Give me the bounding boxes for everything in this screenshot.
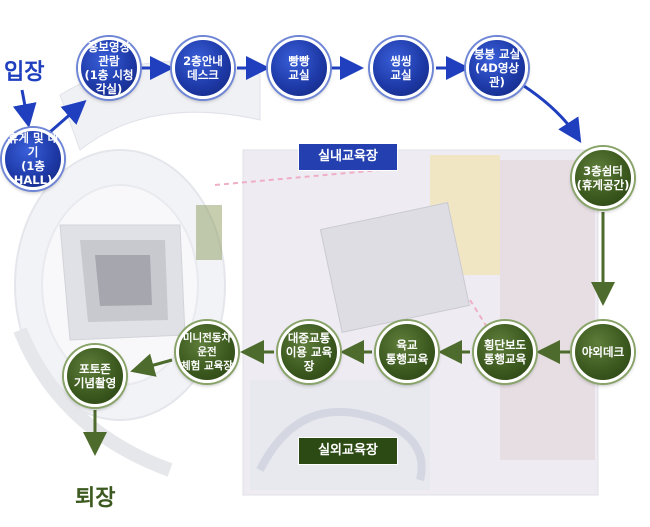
arrow-rest-to-promo (49, 100, 87, 134)
node-shelter: 3층쉼터 (휴게공간) (572, 147, 634, 209)
arrow-bungbung-to-shelter (523, 84, 582, 144)
node-overpass: 육교 통행교육 (376, 321, 438, 383)
node-transit: 대중교통 이용 교육장 (278, 321, 340, 383)
node-info: 2층안내 데스크 (172, 37, 234, 99)
building-illustration (13, 60, 261, 477)
node-rest: 휴게 및 대기 (1층 HALL) (2, 128, 64, 190)
node-deck: 야외데크 (572, 321, 634, 383)
outdoor-banner: 실외교육장 (298, 437, 398, 465)
entrance-label: 입장 (4, 60, 45, 85)
node-bbangbbang: 빵빵 교실 (268, 37, 330, 99)
node-crosswalk: 횡단보도 통행교육 (474, 321, 536, 383)
arrow-entrance-to-rest (12, 89, 37, 128)
indoor-banner: 실내교육장 (298, 143, 398, 171)
node-bungbung: 붕붕 교실 (4D영상관) (466, 37, 528, 99)
exit-label: 퇴장 (75, 486, 116, 511)
node-promo: 홍보영상 관람 (1층 시청각실) (78, 37, 140, 99)
node-minicar: 미니전동차 운전 체험 교육장 (176, 321, 238, 383)
node-ssingssing: 씽씽 교실 (370, 37, 432, 99)
node-photo: 포토존 기념촬영 (64, 345, 126, 407)
arrow-minicar-to-photo (130, 353, 173, 377)
